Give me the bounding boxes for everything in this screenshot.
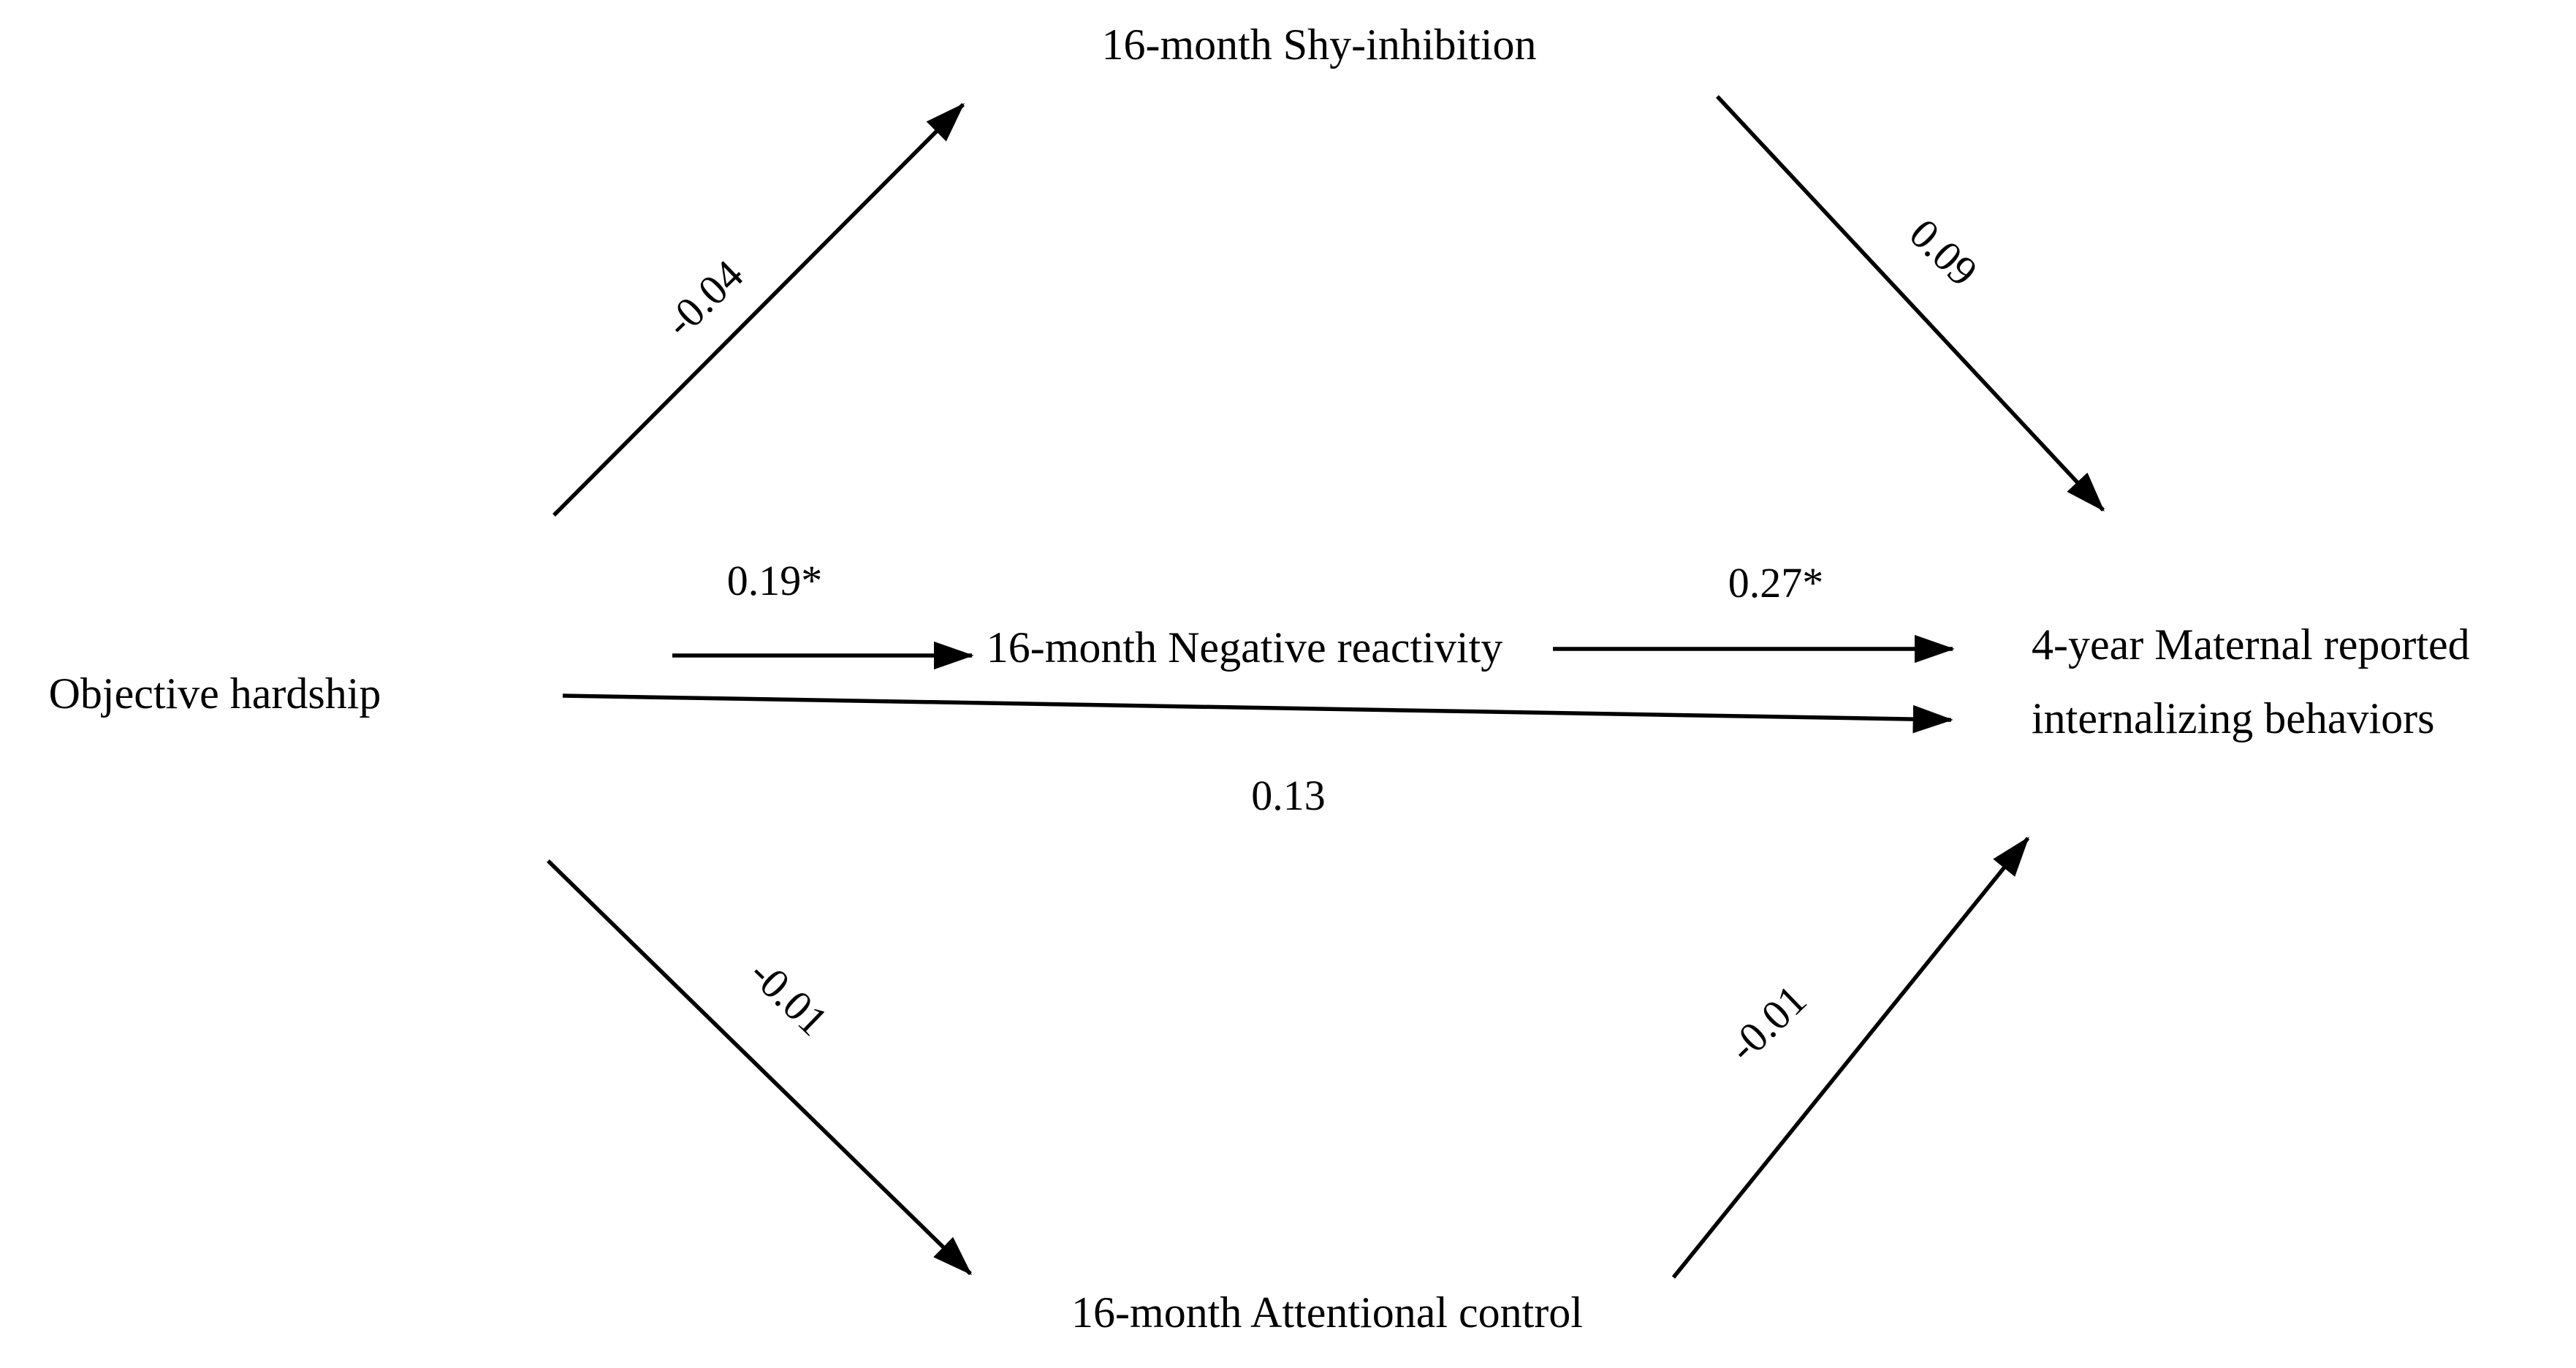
arrow-predictor-to-shy-inhibition	[552, 103, 965, 517]
node-label-outcome-line2: internalizing behaviors	[2032, 694, 2434, 742]
coefficient-label-predictor-to-attentional-control: -0.01	[741, 949, 837, 1045]
node-label-outcome-line1: 4-year Maternal reported	[2032, 620, 2470, 669]
coefficient-label-predictor-to-negative-reactivity: 0.19*	[727, 557, 823, 604]
node-label-shy-inhibition: 16-month Shy-inhibition	[1101, 20, 1536, 69]
arrow-shy-inhibition-to-outcome	[1715, 95, 2105, 512]
arrow-predictor-to-attentional-control	[547, 859, 972, 1275]
coefficient-label-negative-reactivity-to-outcome: 0.27*	[1728, 559, 1824, 607]
arrow-attentional-control-to-outcome	[1671, 836, 2030, 1279]
node-label-objective-hardship: Objective hardship	[49, 669, 381, 718]
coefficient-label-shy-to-outcome: 0.09	[1901, 210, 1987, 295]
coefficient-label-attentional-control-to-outcome: -0.01	[1719, 976, 1815, 1071]
node-label-negative-reactivity: 16-month Negative reactivity	[987, 623, 1502, 672]
node-label-outcome: 4-year Maternal reported internalizing b…	[2032, 620, 2470, 742]
coefficient-label-direct-effect: 0.13	[1251, 772, 1326, 819]
node-label-attentional-control: 16-month Attentional control	[1071, 1288, 1583, 1337]
arrow-predictor-to-outcome-direct	[562, 694, 1953, 734]
